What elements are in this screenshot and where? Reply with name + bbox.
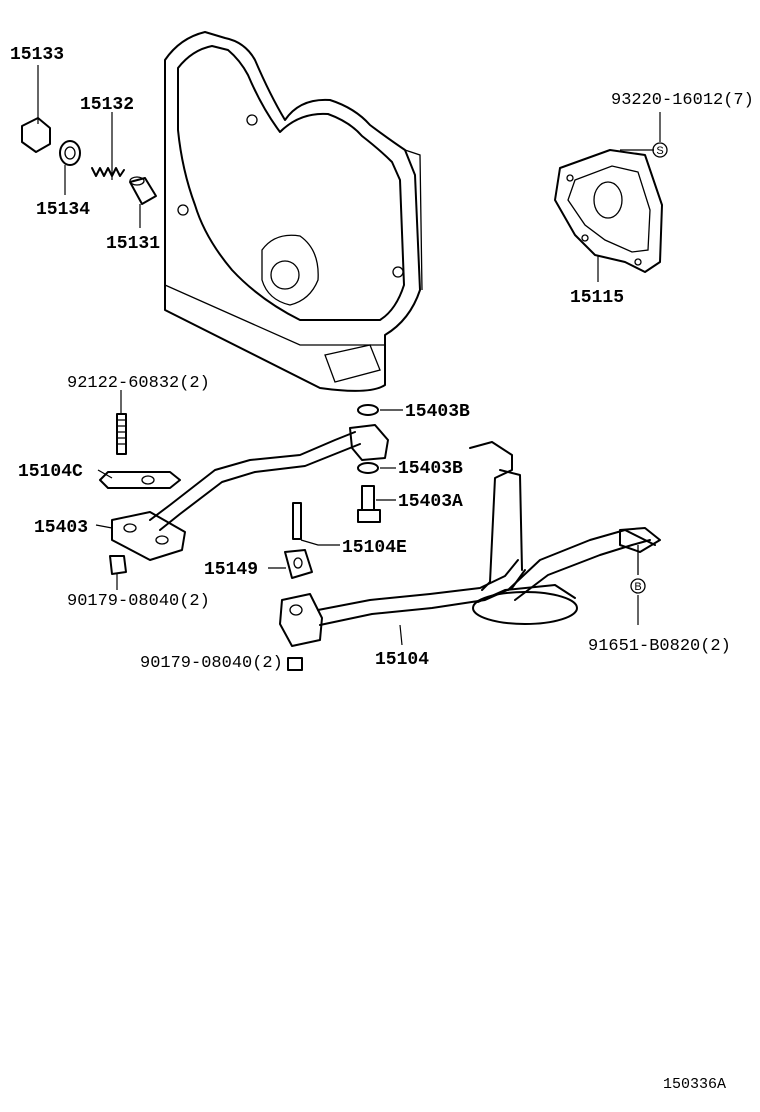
label-90179-08040-left: 90179-08040(2) [67,592,210,611]
label-15149: 15149 [204,560,258,580]
oil-pipe-left [149,431,361,531]
gasket-15134 [59,140,81,166]
label-15115: 15115 [570,288,624,308]
label-15133: 15133 [10,45,64,65]
b-marker-label: B [634,581,641,593]
washer-15403B-top [357,404,379,416]
label-15104C: 15104C [18,462,83,482]
relief-valve-15131 [129,176,157,205]
label-15403B-top: 15403B [405,402,470,422]
label-15403B-mid: 15403B [398,459,463,479]
label-15104E: 15104E [342,538,407,558]
s-marker-circle: S [652,142,668,158]
strainer-bracket [469,441,661,601]
stud-15104E [292,502,302,540]
gasket-15149 [284,549,313,579]
s-marker-label: S [656,145,663,157]
leader-lines [37,65,661,646]
label-15403A: 15403A [398,492,463,512]
label-15403: 15403 [34,518,88,538]
strainer-body [472,584,578,625]
label-15132: 15132 [80,95,134,115]
timing-cover-housing [164,31,423,392]
plug-15133 [21,117,51,153]
label-92122-60832: 92122-60832(2) [67,374,210,393]
banjo-fitting [349,424,389,461]
label-90179-08040-bottom: 90179-08040(2) [140,654,283,673]
oil-pump-cover-plate [554,149,663,273]
stud-92122 [116,413,127,455]
spring-15132 [91,167,125,177]
label-93220-16012: 93220-16012(7) [611,91,754,110]
nut-90179-bottom [287,657,303,671]
strainer-pipe-15104 [317,559,526,626]
bolt-15403A [357,485,381,523]
strainer-inlet-flange [279,593,323,647]
nut-90179-left [109,555,127,575]
label-91651-B0820: 91651-B0820(2) [588,637,731,656]
b-marker-circle: B [630,578,646,594]
washer-15403B-mid [357,462,379,474]
gasket-15104C [99,471,181,489]
label-15134: 15134 [36,200,90,220]
label-15104: 15104 [375,650,429,670]
diagram-code: 150336A [663,1076,726,1093]
label-15131: 15131 [106,234,160,254]
oil-pipe-flange-15403 [111,511,186,561]
